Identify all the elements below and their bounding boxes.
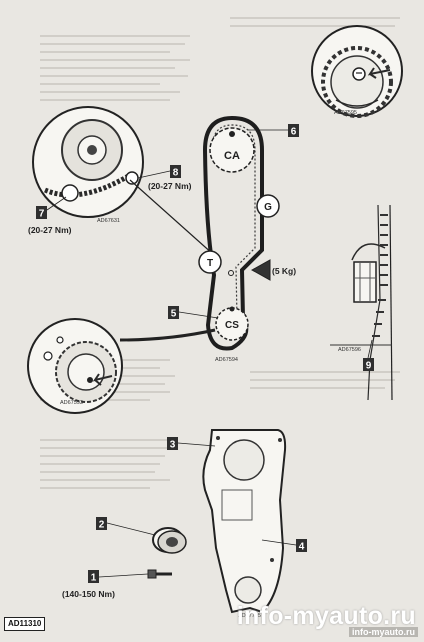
timing-cover: AD67795 xyxy=(202,429,287,619)
callout-6: 6 xyxy=(248,124,299,138)
idler-pulley-g xyxy=(256,194,280,218)
svg-text:6: 6 xyxy=(291,127,297,138)
timing-belt xyxy=(202,115,264,351)
arrow-icon xyxy=(92,373,113,386)
sub-figure-ref: AD67631 xyxy=(97,218,120,224)
pulley-label-g: G xyxy=(264,202,272,213)
callout-1: 1 (140-150 Nm) xyxy=(62,570,149,599)
svg-text:9: 9 xyxy=(366,361,372,372)
torque-spec-8: (20-27 Nm) xyxy=(148,181,192,191)
camshaft-pulley xyxy=(209,127,255,173)
sub-figure-ref: AD67595 xyxy=(334,110,357,116)
tension-arrow-icon xyxy=(250,259,271,281)
belt-routing: CA G T CS (5 Kg) AD67594 xyxy=(198,115,296,363)
svg-text:7: 7 xyxy=(39,209,45,220)
svg-text:2: 2 xyxy=(99,520,105,531)
sub-figure-ref: AD67594 xyxy=(215,357,238,363)
callout-7: 7 (20-27 Nm) xyxy=(28,196,72,235)
crankshaft-pulley-part xyxy=(152,527,187,554)
svg-text:3: 3 xyxy=(170,440,176,451)
figure-id-label: AD11310 xyxy=(4,617,46,631)
callout-4: 4 xyxy=(261,539,307,553)
detail-crankshaft-mark: AD67593 xyxy=(27,318,216,414)
sub-figure-ref: AD67593 xyxy=(60,400,83,406)
tensioner-pulley-t xyxy=(198,250,222,274)
svg-text:4: 4 xyxy=(299,542,305,553)
sub-figure-ref: AD67596 xyxy=(338,347,361,353)
detail-camshaft-mark: AD67595 xyxy=(311,25,403,118)
crankshaft-bolt xyxy=(147,569,172,579)
tension-note: (5 Kg) xyxy=(272,266,296,276)
detail-tensioner: AD67631 xyxy=(32,106,215,256)
sub-figure-ref: AD67795 xyxy=(238,613,261,619)
callout-3: 3 xyxy=(167,437,216,451)
detail-belt-teeth: AD67596 xyxy=(330,204,393,401)
pulley-label-cs: CS xyxy=(225,320,239,331)
site-watermark-small: info-myauto.ru xyxy=(349,627,418,637)
svg-text:1: 1 xyxy=(91,573,97,584)
torque-spec-1: (140-150 Nm) xyxy=(62,589,115,599)
site-watermark: info-myauto.ru xyxy=(236,602,416,630)
callout-8: 8 (20-27 Nm) xyxy=(137,165,192,191)
svg-text:8: 8 xyxy=(173,168,179,179)
crankshaft-pulley xyxy=(215,307,249,341)
callout-9: 9 xyxy=(363,339,374,372)
arrow-icon xyxy=(367,67,391,79)
torque-spec-7: (20-27 Nm) xyxy=(28,225,72,235)
pulley-label-t: T xyxy=(207,258,213,269)
callout-2: 2 xyxy=(96,517,156,536)
callout-5: 5 xyxy=(168,306,219,320)
svg-text:5: 5 xyxy=(171,309,177,320)
pulley-label-ca: CA xyxy=(224,150,240,162)
